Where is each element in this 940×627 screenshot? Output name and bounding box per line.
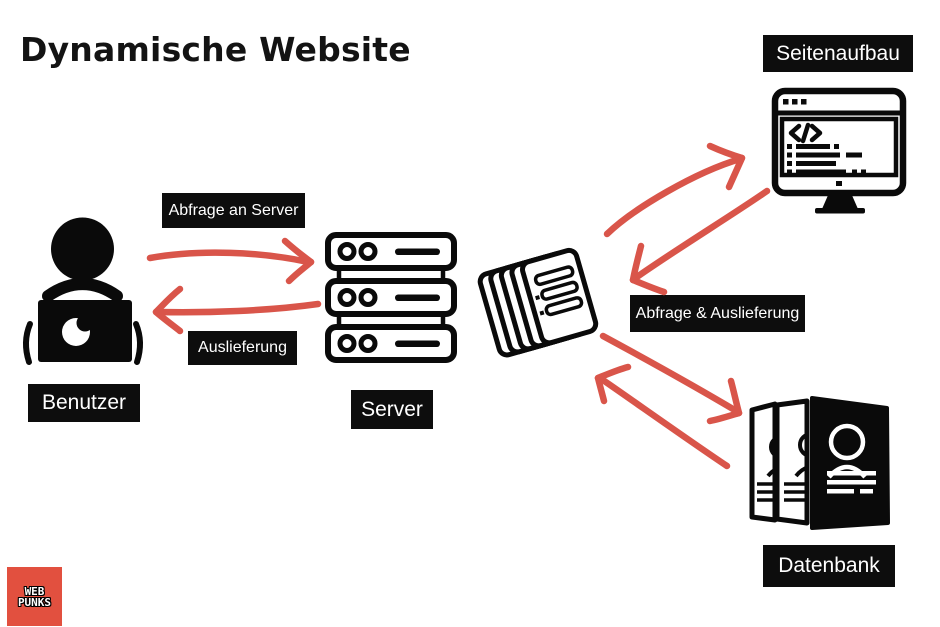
- arrow-benutzer-to-server: [146, 237, 315, 285]
- front-card: [810, 396, 890, 530]
- label-benutzer: Benutzer: [28, 384, 140, 422]
- arrow-dokumente-to-seitenaufbau: [603, 142, 746, 238]
- browser-dots: [783, 99, 807, 105]
- arrow-seitenaufbau-to-dokumente: [629, 187, 771, 296]
- label-datenbank: Datenbank: [763, 545, 895, 587]
- page-title: Dynamische Website: [20, 30, 411, 69]
- arrow-server-to-benutzer: [152, 285, 322, 335]
- logo-line-2: PUNKS: [17, 595, 52, 609]
- arrow-dokumente-to-datenbank: [599, 332, 743, 425]
- document-stack-icon: [477, 247, 599, 358]
- webpunks-logo: WEB PUNKS: [7, 567, 62, 626]
- user-shoulders: [42, 278, 123, 302]
- user-head: [51, 217, 114, 281]
- contact-cards-icon: [749, 396, 890, 530]
- code-lines: [787, 144, 866, 186]
- label-abfrage-und-auslieferung: Abfrage & Auslieferung: [630, 295, 805, 332]
- logo-line-1: WEB: [24, 584, 45, 598]
- code-glyph: [788, 122, 823, 144]
- arrow-datenbank-to-dokumente: [594, 363, 731, 470]
- monitor-stand: [822, 193, 858, 209]
- user-arm-right: [133, 321, 143, 365]
- monitor-code-icon: [771, 87, 907, 214]
- user-arm-left: [23, 321, 33, 365]
- document-text-lines: [533, 265, 584, 317]
- label-server: Server: [351, 390, 433, 429]
- label-auslieferung: Auslieferung: [188, 331, 297, 365]
- label-abfrage-an-server: Abfrage an Server: [162, 193, 305, 228]
- server-rack-icon: [325, 232, 457, 363]
- user-at-laptop-icon: [23, 217, 143, 365]
- label-seitenaufbau: Seitenaufbau: [763, 35, 913, 72]
